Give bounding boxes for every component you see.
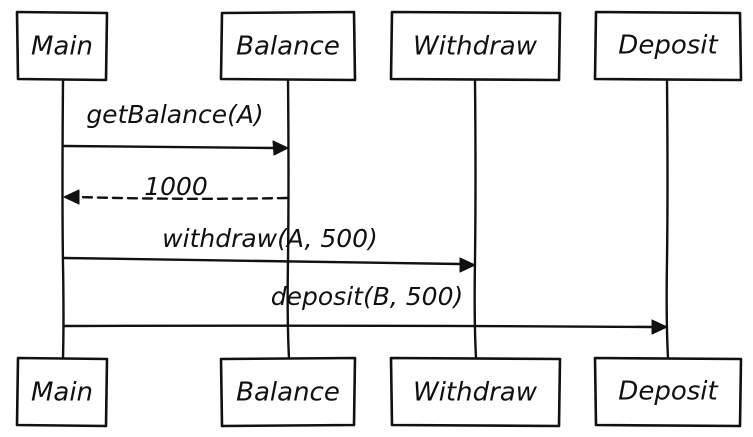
participant-box (15, 10, 109, 82)
participant-label: Main (31, 378, 93, 408)
message-arrow-line (76, 195, 289, 200)
participant-label: Deposit (618, 377, 718, 407)
participant-balance-top: Balance (219, 10, 357, 82)
message-arrow-line (62, 324, 654, 329)
participant-withdraw-top: Withdraw (389, 10, 562, 82)
participant-box (593, 356, 743, 428)
participant-box (593, 10, 743, 82)
arrowhead-icon (651, 319, 668, 335)
lifeline-main (61, 78, 65, 360)
lifeline-deposit (665, 78, 670, 360)
participant-box (219, 356, 357, 428)
message-label: getBalance(A) (86, 100, 263, 129)
message-label: 1000 (144, 172, 208, 201)
message-arrow-line (62, 256, 462, 266)
message-return-1000: 1000 (63, 172, 289, 205)
participant-box (219, 10, 357, 82)
participant-label: Withdraw (413, 32, 538, 62)
participant-main-top: Main (15, 10, 109, 82)
participant-box (15, 356, 109, 428)
message-label: withdraw(A, 500) (162, 224, 378, 253)
arrowhead-icon (63, 189, 80, 205)
participant-label: Withdraw (413, 378, 538, 408)
arrowhead-icon (459, 257, 476, 273)
participant-balance-bottom: Balance (219, 356, 357, 428)
participant-deposit-top: Deposit (593, 10, 743, 82)
arrowhead-icon (272, 140, 289, 156)
message-label: deposit(B, 500) (271, 282, 463, 311)
participant-withdraw-bottom: Withdraw (389, 356, 562, 428)
message-withdraw: withdraw(A, 500) (62, 224, 476, 273)
message-arrow-line (62, 144, 276, 150)
participant-box (389, 10, 562, 82)
message-deposit: deposit(B, 500) (62, 282, 668, 335)
participant-label: Deposit (618, 31, 718, 61)
lifeline-balance (286, 78, 291, 360)
participant-box (389, 356, 562, 428)
participant-main-bottom: Main (15, 356, 109, 428)
participant-label: Balance (236, 32, 340, 62)
participant-label: Main (31, 32, 93, 62)
participant-deposit-bottom: Deposit (593, 356, 743, 428)
message-getbalance: getBalance(A) (62, 100, 289, 156)
lifeline-withdraw (473, 78, 478, 360)
participant-label: Balance (236, 378, 340, 408)
